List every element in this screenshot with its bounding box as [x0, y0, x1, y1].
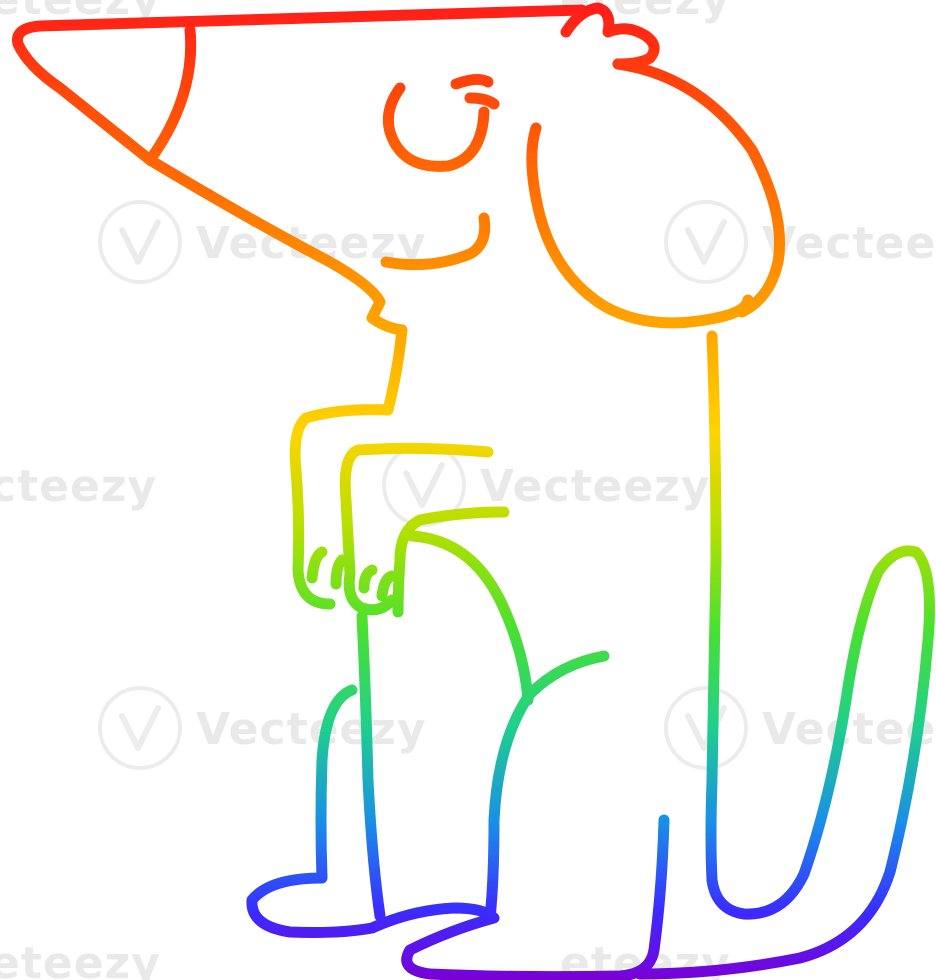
dog-hind-knee — [484, 650, 610, 924]
dog-head-top — [560, 2, 660, 70]
dog-back — [705, 330, 722, 886]
dog-closed-eye — [382, 82, 490, 172]
dog-drawing — [12, 2, 935, 980]
dog-eyelash — [450, 73, 500, 110]
watermark-text: Vecteezy — [196, 704, 427, 755]
dog-hind-leg — [246, 684, 378, 938]
watermark-text: cteezy — [0, 461, 157, 512]
dog-chest — [289, 324, 408, 610]
dog-head-back — [612, 58, 786, 318]
dog-smile — [380, 212, 491, 271]
dog-hind-foot — [366, 814, 670, 980]
dog-snout-stripe — [144, 24, 197, 166]
dog-front-leg — [356, 506, 510, 922]
watermark-text: Vecteezy — [480, 461, 711, 512]
dog-tail — [634, 545, 935, 980]
watermark-text: Vecteezy — [762, 218, 936, 269]
dog-head-outline — [12, 4, 588, 336]
dog-hind-haunch — [406, 530, 534, 706]
watermark-text: eteezy — [0, 938, 161, 980]
dog-paw-toes — [306, 546, 398, 602]
dog-ear — [526, 122, 754, 329]
dog-front-paw-raised — [339, 442, 494, 616]
